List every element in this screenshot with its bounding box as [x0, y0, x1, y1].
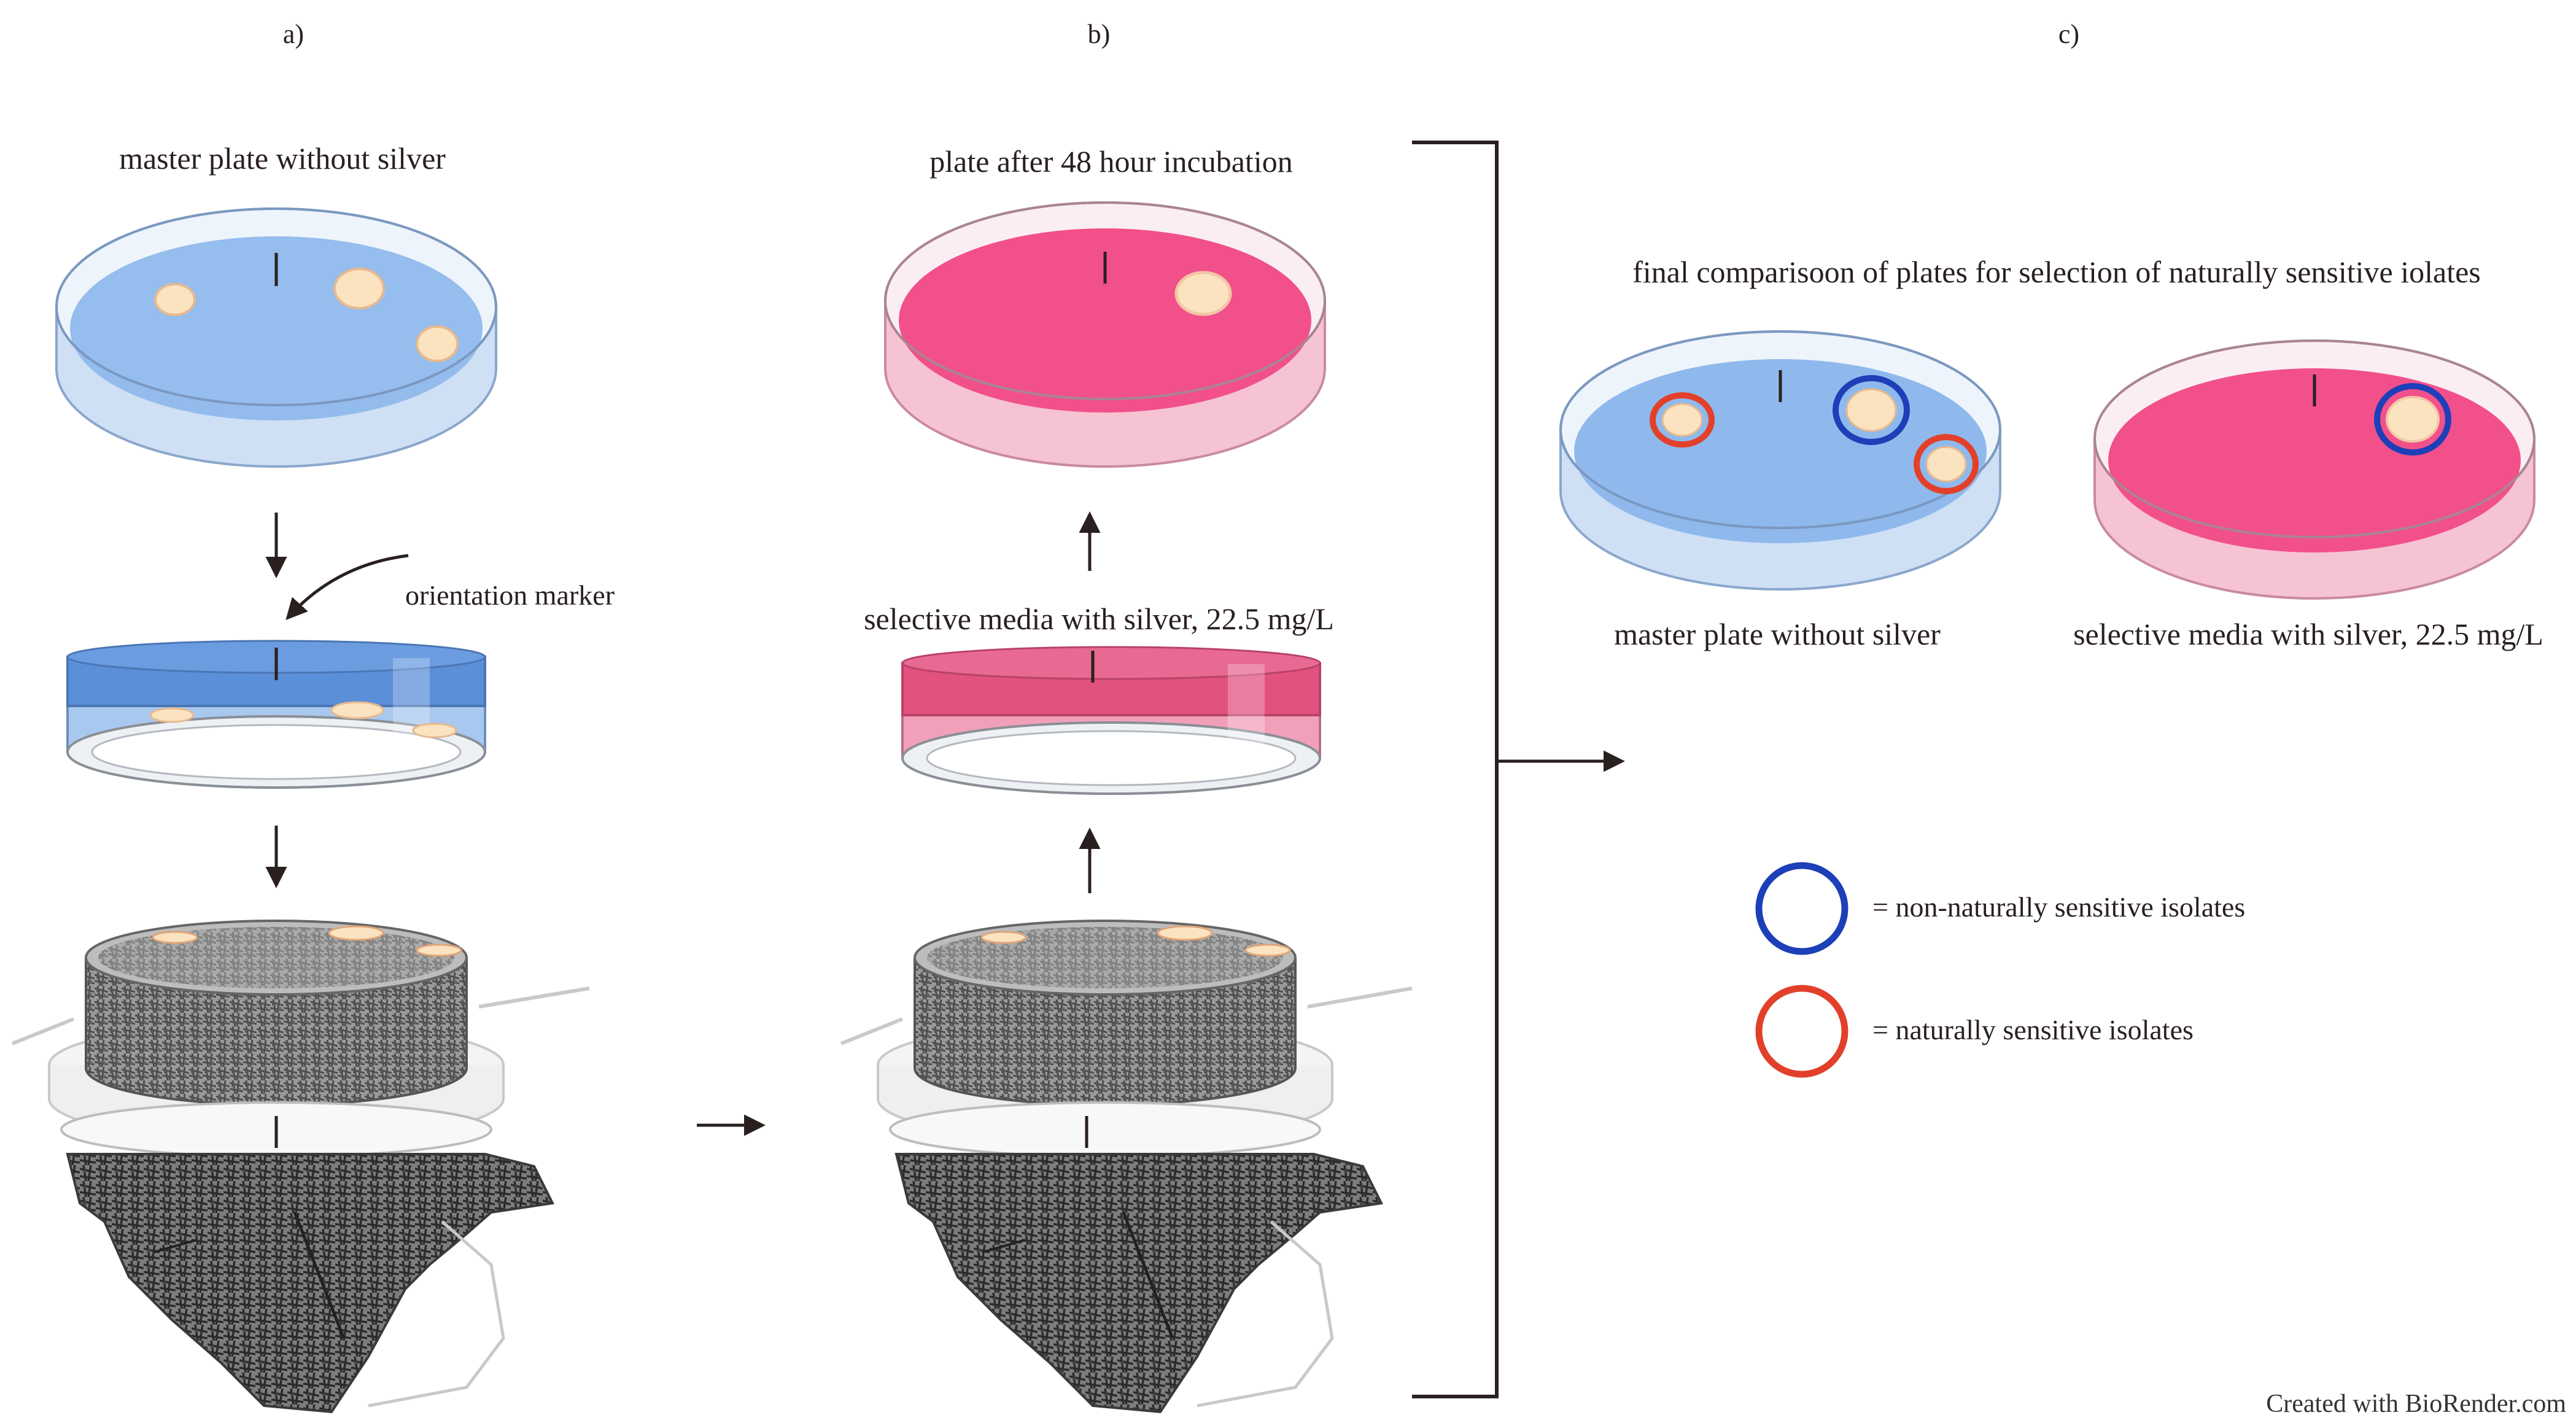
comparison-master-plate — [1559, 330, 2001, 591]
master-plate-dish — [55, 207, 497, 468]
non-naturally-sensitive-ring — [2374, 383, 2451, 455]
colony-imprint — [152, 931, 198, 944]
colony — [154, 283, 196, 316]
colony — [1174, 271, 1232, 316]
credit-label: Created with BioRender.com — [2266, 1390, 2566, 1418]
panel-label-b: b) — [1088, 19, 1111, 49]
colony-imprint — [416, 944, 462, 957]
comparison-title: final comparisoon of plates for selectio… — [1632, 255, 2481, 289]
colony — [2386, 396, 2440, 443]
panel-label-c: c) — [2058, 19, 2079, 49]
bracket — [1412, 141, 1499, 1398]
legend-blue-label: = non-naturally sensitive isolates — [1872, 891, 2245, 923]
naturally-sensitive-ring — [1914, 434, 1979, 494]
selective-media-label: selective media with silver, 22.5 mg/L — [864, 602, 1334, 636]
colony — [1845, 388, 1897, 432]
incubated-plate-title: plate after 48 hour incubation — [929, 144, 1292, 179]
legend-blue-ring — [1755, 862, 1849, 955]
colony — [416, 325, 459, 362]
curved-arrow — [285, 554, 409, 621]
panel-b: plate after 48 hour incubation selective… — [840, 144, 1413, 1414]
colony — [333, 268, 385, 309]
colony-imprint — [1244, 944, 1291, 957]
non-naturally-sensitive-ring — [1833, 375, 1910, 445]
panel-a: master plate without silver orientation … — [11, 141, 615, 1414]
naturally-sensitive-ring — [1650, 392, 1715, 448]
colony — [1661, 403, 1703, 437]
colony — [412, 723, 457, 738]
colony — [149, 707, 195, 723]
colony — [330, 701, 384, 719]
incubated-selective-plate — [884, 201, 1326, 468]
colony-imprint — [980, 931, 1027, 944]
panel-c: final comparisoon of plates for selectio… — [1559, 255, 2543, 1078]
comparison-selective-plate — [2093, 339, 2535, 600]
colony-imprint — [1157, 925, 1213, 941]
replica-plating-tool-b — [840, 920, 1413, 1414]
replica-plating-tool — [11, 920, 590, 1414]
comparison-selective-label: selective media with silver, 22.5 mg/L — [2073, 617, 2543, 651]
master-plate-title: master plate without silver — [119, 141, 446, 176]
legend: = non-naturally sensitive isolates = nat… — [1755, 862, 2245, 1078]
colony — [1925, 446, 1967, 482]
panel-label-a: a) — [283, 19, 304, 49]
legend-red-ring — [1755, 985, 1849, 1078]
selective-plate — [901, 646, 1321, 795]
legend-red-label: = naturally sensitive isolates — [1872, 1014, 2194, 1045]
colony-imprint — [328, 925, 384, 941]
orientation-marker-label: orientation marker — [405, 579, 615, 611]
inverted-master-plate — [66, 640, 486, 789]
comparison-master-label: master plate without silver — [1614, 617, 1941, 651]
